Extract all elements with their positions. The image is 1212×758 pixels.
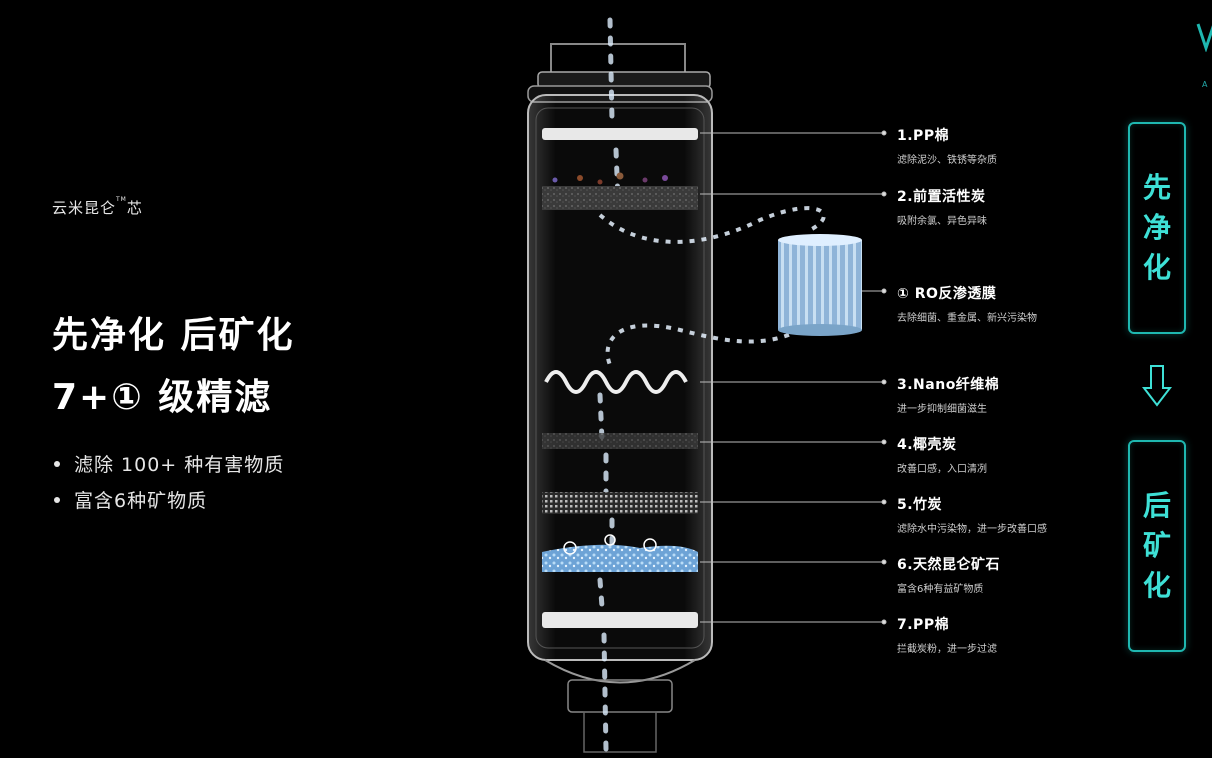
bullet-dot-icon	[54, 460, 60, 467]
stage-char: 后	[1142, 489, 1171, 522]
cartridge-body	[527, 94, 713, 661]
layer-title: ① RO反渗透膜	[897, 286, 997, 302]
headline-line-1: 先净化 后矿化	[52, 315, 295, 356]
flow-from-ro	[605, 323, 801, 366]
bullet-text: 滤除 100+ 种有害物质	[74, 454, 285, 476]
layer-title: 4.椰壳炭	[897, 437, 957, 453]
bottom-cap	[544, 659, 696, 753]
bullet-item: 富含6种矿物质	[54, 486, 207, 513]
layer-coconut-carbon	[542, 433, 698, 449]
layer-label-7: 7.PP棉 拦截炭粉，进一步过滤	[897, 614, 997, 655]
layer-pre-activated-carbon	[542, 186, 698, 210]
layer-desc: 富含6种有益矿物质	[897, 584, 984, 595]
stage-char: 净	[1142, 211, 1171, 244]
layer-title: 2.前置活性炭	[897, 189, 986, 205]
layer-desc: 去除细菌、重金属、新兴污染物	[897, 313, 1037, 324]
layer-title: 7.PP棉	[897, 617, 950, 633]
layer-desc: 改善口感，入口清冽	[897, 464, 987, 475]
stage-char: 先	[1142, 171, 1171, 204]
brand-logo-icon	[1196, 23, 1212, 52]
stage-char: 化	[1142, 569, 1171, 602]
layer-label-1: 1.PP棉 滤除泥沙、铁锈等杂质	[897, 125, 997, 166]
layer-desc: 进一步抑制细菌滋生	[897, 404, 987, 415]
layer-title: 6.天然昆仑矿石	[897, 557, 1001, 573]
layer-desc: 滤除泥沙、铁锈等杂质	[897, 155, 997, 166]
layer-label-ro: ① RO反渗透膜 去除细菌、重金属、新兴污染物	[897, 283, 1037, 324]
layer-nano-fiber	[544, 370, 688, 394]
layer-bamboo-carbon	[542, 492, 698, 514]
layer-label-6: 6.天然昆仑矿石 富含6种有益矿物质	[897, 554, 1000, 595]
layer-title: 1.PP棉	[897, 128, 950, 144]
stage-panel-mineralize: 后 矿 化	[1128, 440, 1186, 652]
stage-char: 化	[1142, 251, 1171, 284]
layer-label-4: 4.椰壳炭 改善口感，入口清冽	[897, 434, 987, 475]
layer-title: 3.Nano纤维棉	[897, 377, 1000, 393]
layer-desc: 滤除水中污染物，进一步改善口感	[897, 524, 1047, 535]
layer-pp-cotton-2	[542, 612, 698, 628]
bullet-item: 滤除 100+ 种有害物质	[54, 450, 284, 477]
stage-char: 矿	[1142, 529, 1171, 562]
layer-mineral-stone	[542, 534, 698, 572]
layer-desc: 拦截炭粉，进一步过滤	[897, 644, 997, 655]
layer-label-3: 3.Nano纤维棉 进一步抑制细菌滋生	[897, 374, 999, 415]
brand-name: 云米昆仑TM芯	[52, 196, 143, 218]
top-cap	[527, 43, 713, 103]
brand-name-suffix: 芯	[126, 199, 143, 217]
bullet-dot-icon	[54, 496, 60, 503]
impurity-particles	[552, 172, 668, 185]
leader-lines	[700, 130, 887, 625]
layer-desc: 吸附余氯、异色异味	[897, 216, 987, 227]
logo-caption: A	[1202, 80, 1208, 89]
bullet-text: 富含6种矿物质	[74, 490, 208, 512]
trademark-mark: TM	[116, 196, 127, 203]
down-arrow-icon	[1142, 365, 1172, 407]
brand-name-text: 云米昆仑	[52, 199, 117, 217]
stage-panel-purify: 先 净 化	[1128, 122, 1186, 334]
layer-label-2: 2.前置活性炭 吸附余氯、异色异味	[897, 186, 987, 227]
ro-membrane	[778, 234, 862, 336]
headline-line-2: 7+① 级精滤	[52, 377, 273, 418]
layer-pp-cotton-1	[542, 128, 698, 140]
layer-label-5: 5.竹炭 滤除水中污染物，进一步改善口感	[897, 494, 1047, 535]
layer-title: 5.竹炭	[897, 497, 943, 513]
flow-to-ro	[598, 206, 826, 244]
